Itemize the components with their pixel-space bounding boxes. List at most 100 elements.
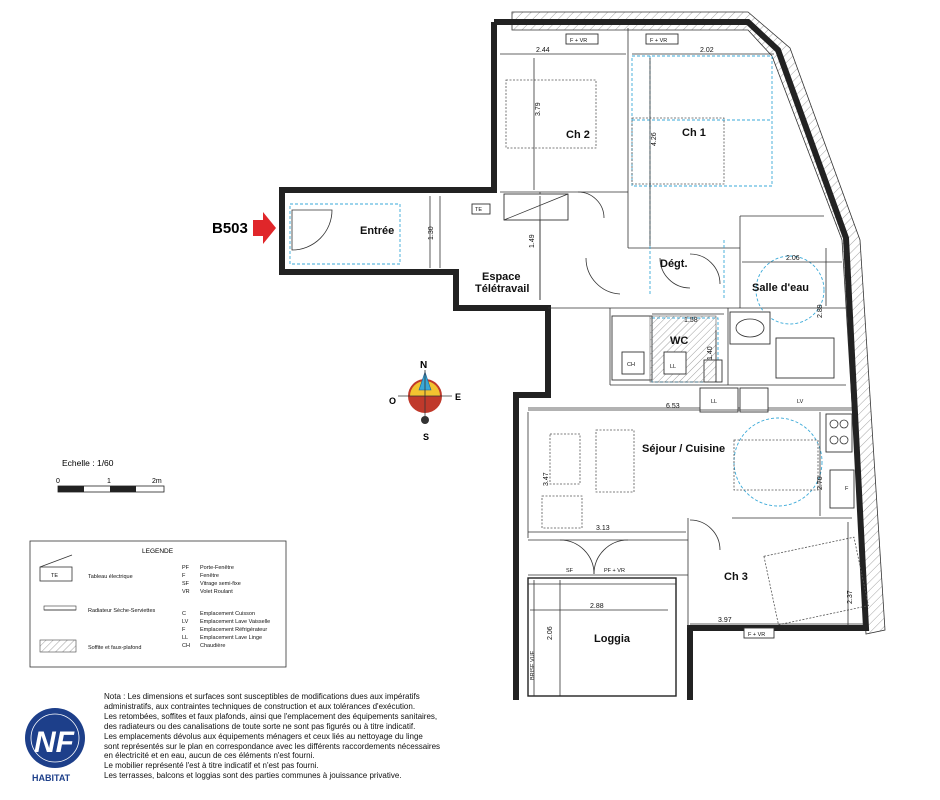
te-tag: TE [475,207,482,213]
window-tag-pf: PF + VR [604,568,625,574]
room-salle-deau: Salle d'eau [752,282,809,294]
legend-abbr-code: LV [182,619,189,625]
legend-abbr-code: F [182,627,186,633]
dim-313: 3.13 [596,525,610,532]
legend-abbr-code: LL [182,635,188,641]
dim-202: 2.02 [700,47,714,54]
compass-rose: N E O S [389,360,461,442]
brise-vue-label: BRISE VUE [530,650,536,680]
dim-426: 4.26 [651,132,658,146]
room-ch1: Ch 1 [682,127,706,139]
note-line: Les retombées, soffites et faux plafonds… [104,711,438,721]
window-tags: F + VR F + VR SF PF + VR F + VR BRISE VU… [530,33,775,680]
legend-abbr-text: Fenêtre [200,573,219,579]
entry-arrow-icon [253,212,276,244]
note-line: Les terrasses, balcons et loggias sont d… [104,771,402,781]
notes-block: Nota : Les dimensions et surfaces sont s… [104,692,464,781]
ch-tag: CH [627,362,635,368]
cyan-clearance-lines [289,55,825,507]
legend-abbr-text: Emplacement Lave Vaisselle [200,619,270,625]
nf-logo-letters: NF [34,726,75,759]
window-tag-sf: SF [566,568,574,574]
nf-logo-sub: HABITAT [32,773,71,783]
legend-abbr-code: CH [182,643,190,649]
compass-s: S [423,432,429,442]
note-line: en électricité et en eau, aucun de ces é… [104,751,315,761]
legend-abbreviations: PF Porte-Fenêtre F Fenêtre SF Vitrage se… [182,565,270,649]
dim-158: 1.58 [684,317,698,324]
legend-abbr-code: F [182,573,186,579]
room-entree: Entrée [360,225,394,237]
legend-abbr-text: Porte-Fenêtre [200,565,234,571]
doors [291,191,721,575]
lv-kitchen-tag: LV [797,399,804,405]
note-line: des radiateurs ou des canalisations de t… [104,721,416,731]
scale-tick-1: 1 [107,478,111,485]
unit-label: B503 [212,220,248,237]
window-tag-ch2: F + VR [570,38,587,44]
legend-abbr-text: Emplacement Lave Linge [200,635,262,641]
compass-o: O [389,396,396,406]
dim-244: 2.44 [536,47,550,54]
f-kitchen-tag: F [845,486,849,492]
scale-tick-2: 2m [152,478,162,485]
dim-347: 3.47 [543,472,550,486]
legend-abbr-text: Volet Roulant [200,589,233,595]
legend-abbr-text: Chaudière [200,643,225,649]
room-wc: WC [670,335,688,347]
dim-loggia-h: 2.06 [547,626,554,640]
compass-e: E [455,392,461,402]
legend-abbr-code: C [182,611,186,617]
legend-radiateur: Radiateur Sèche-Serviettes [88,608,156,614]
room-sejour: Séjour / Cuisine [642,443,725,455]
note-line: administratifs, aux contraintes techniqu… [104,701,416,711]
dim-206: 2.06 [786,255,800,262]
legend: LEGENDE TE Tableau électrique Radiateur … [29,540,287,668]
window-tag-ch3: F + VR [748,632,765,638]
room-espace-line1: Espace [482,271,521,283]
dim-379: 3.79 [535,102,542,116]
scale-tick-0: 0 [56,478,60,485]
room-ch2: Ch 2 [566,129,590,141]
legend-title: LEGENDE [142,548,174,555]
note-line: sont représentés sur le plan en correspo… [104,741,441,751]
legend-abbr-text: Vitrage semi-fixe [200,581,241,587]
note-line: Nota : Les dimensions et surfaces sont s… [104,692,420,701]
ll-kitchen-tag: LL [711,399,717,405]
dimensions: 2.44 2.02 3.79 4.26 1.30 1.49 2.06 2.89 … [428,47,864,696]
equipment-tags: TE CH LL LL LV F [475,207,849,492]
legend-abbr-code: PF [182,565,190,571]
room-ch3: Ch 3 [724,571,748,583]
scale-bar: Echelle : 1/60 0 1 2m [56,458,165,493]
legend-abbr-code: SF [182,581,190,587]
room-degt: Dégt. [660,258,688,270]
room-loggia: Loggia [594,633,631,645]
dim-130: 1.30 [428,226,435,240]
legend-te-symbol: TE [51,573,58,579]
note-line: Les emplacements dévolus aux équipements… [104,731,423,741]
legend-soffite: Soffite et faux-plafond [88,645,141,651]
ll-wc-tag: LL [670,364,676,370]
room-espace-line2: Télétravail [475,283,529,295]
nf-habitat-logo: NF HABITAT [25,708,85,783]
dim-237: 2.37 [847,590,854,604]
scale-label: Echelle : 1/60 [62,458,114,468]
furniture [471,79,869,626]
note-line: Le mobilier représenté l'est à titre ind… [104,761,319,771]
dim-653: 6.53 [666,403,680,410]
dim-397: 3.97 [718,617,732,624]
entry-marker: B503 [212,212,276,244]
room-labels: Ch 2 Ch 1 Entrée Espace Télétravail Dégt… [360,127,809,645]
window-tag-ch1: F + VR [650,38,667,44]
dim-289: 2.89 [817,304,824,318]
legend-abbr-text: Emplacement Réfrigérateur [200,627,267,633]
loggia-area [527,577,677,697]
dim-149: 1.49 [529,234,536,248]
compass-n: N [420,360,427,371]
legend-abbr-text: Emplacement Cuisson [200,611,255,617]
facade-hatch [511,11,886,635]
legend-abbr-code: VR [182,589,190,595]
dim-288: 2.88 [590,603,604,610]
dim-270: 2.70 [817,476,824,490]
